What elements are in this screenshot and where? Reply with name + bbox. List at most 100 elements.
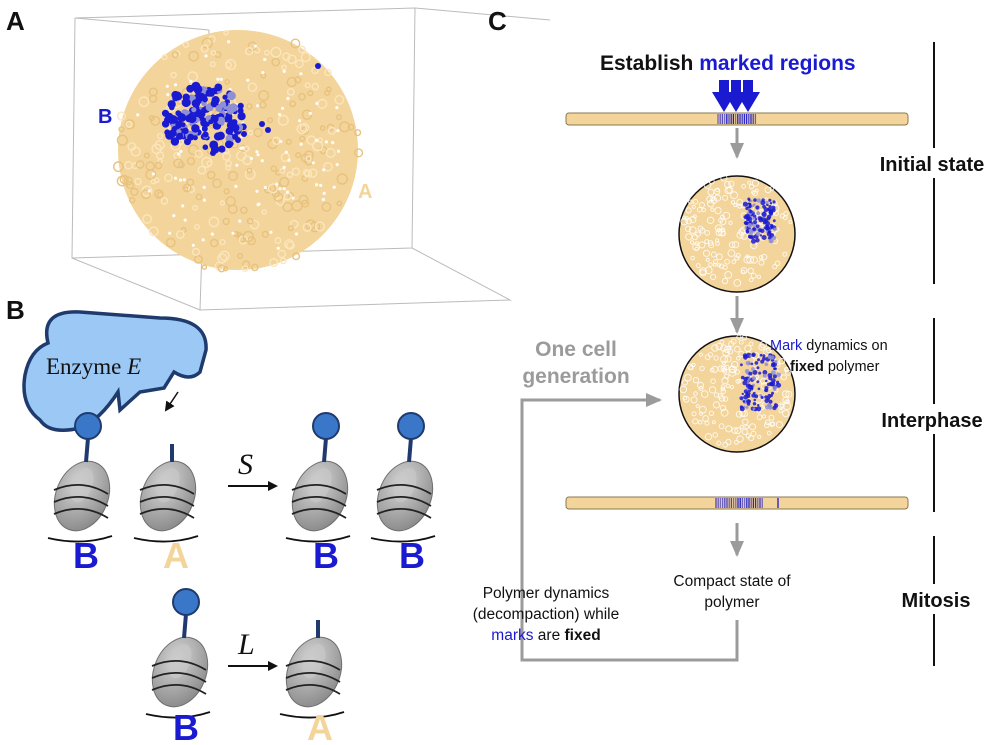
globule-pore [324, 140, 328, 144]
sphere-chain-bead [741, 335, 748, 341]
sphere-chain-bead [739, 424, 745, 430]
globule-pore [298, 119, 302, 123]
globule-pore [210, 232, 214, 236]
sphere-chain-bead [730, 200, 736, 205]
sphere-marked-bead [752, 227, 757, 232]
globule-pore [269, 230, 273, 234]
marked-bead [235, 137, 241, 143]
sphere-chain-bead [714, 206, 722, 215]
marked-bead [224, 116, 230, 123]
sphere-marked-bead [752, 402, 757, 406]
sphere-chain-bead [764, 419, 771, 426]
sphere-chain-bead [690, 255, 696, 261]
sphere-chain-bead [692, 198, 699, 205]
sphere-marked-bead [775, 382, 782, 388]
globule-chain-bead [285, 138, 292, 145]
sphere-marked-bead [746, 402, 751, 406]
globule-pore [336, 129, 340, 133]
globule-chain-bead [150, 178, 157, 185]
globule-pore [255, 189, 259, 193]
marked-bead [201, 125, 208, 132]
sphere-marked-bead [751, 352, 756, 357]
sphere-chain-bead [691, 362, 696, 368]
sphere-chain-bead [741, 183, 746, 189]
globule-pore [241, 146, 245, 150]
sphere-chain-bead [783, 211, 789, 217]
sphere-chain-bead [710, 207, 715, 212]
marked-bead [195, 97, 202, 105]
globule-pore [249, 156, 253, 161]
globule-chain-bead [143, 152, 150, 159]
sphere-chain-bead [750, 256, 758, 264]
globule-chain-bead [200, 44, 209, 53]
sphere-marked-bead [768, 198, 772, 202]
globule-chain-bead [299, 135, 306, 142]
sphere-chain-bead [744, 424, 750, 430]
globule-chain-bead [289, 219, 299, 229]
globule-chain-bead [347, 123, 355, 131]
sphere-chain-bead [734, 255, 740, 261]
sphere-marked-bead [743, 354, 748, 360]
globule-chain-bead [242, 230, 255, 243]
sphere-marked-bead [772, 200, 776, 204]
sphere-chain-bead [712, 432, 719, 438]
sphere-chain-bead [768, 414, 775, 421]
sphere-marked-bead [754, 361, 759, 365]
globule-chain-bead [311, 66, 319, 75]
sphere-chain-bead [722, 264, 728, 270]
sphere-marked-bead [754, 218, 758, 221]
sphere-marked-bead [745, 206, 749, 211]
globule-chain-bead [244, 168, 256, 180]
sphere-chain-bead [685, 207, 692, 214]
globule-pore [201, 238, 205, 242]
sphere-chain-bead [778, 408, 783, 414]
sphere-chain-bead [708, 178, 715, 185]
one-cell-text-2: generation [522, 365, 629, 388]
globule-chain-bead [242, 260, 251, 269]
sphere-chain-bead [727, 345, 732, 350]
sphere-marked-bead [749, 354, 753, 358]
sphere-chain-bead [725, 383, 731, 389]
marked-bead [237, 112, 246, 121]
sphere-marked-bead [750, 362, 754, 366]
globule-chain-bead [298, 194, 309, 205]
sphere-marked-bead [760, 395, 764, 399]
globule-chain-bead [224, 79, 230, 85]
globule-chain-bead [154, 140, 165, 151]
state-label-a-2: A [307, 707, 333, 745]
dna-wrap [291, 484, 347, 495]
globule-chain-bead [286, 88, 295, 96]
globule-pore [172, 214, 176, 218]
sphere-marked-bead [765, 200, 769, 205]
globule-chain-bead [197, 165, 207, 175]
sphere-marked-bead [755, 231, 761, 236]
sphere-marked-bead [755, 205, 760, 210]
sphere-chain-bead [735, 410, 743, 418]
dna-wrap [139, 496, 195, 507]
globule-chain-bead [209, 238, 219, 248]
sphere-chain-bead [745, 254, 750, 259]
globule-pore [166, 93, 170, 97]
globule-pore [332, 185, 336, 189]
globule-pore [231, 231, 235, 235]
dna-strand [47, 535, 113, 543]
sphere-chain-bead [728, 220, 733, 226]
sphere-chain-bead [679, 385, 688, 394]
sphere-chain-bead [747, 180, 752, 185]
globule-pore [228, 88, 232, 92]
histone-tail [407, 437, 413, 463]
marked-bead [237, 107, 244, 114]
sphere-marked-bead [767, 402, 772, 407]
sphere-chain-bead [751, 190, 756, 195]
sphere-chain-bead [758, 259, 765, 266]
sphere-chain-bead [693, 391, 698, 396]
sphere-chain-bead [703, 181, 712, 189]
sphere-marked-bead [773, 367, 777, 371]
globule-chain-bead [304, 156, 314, 166]
histone-tail [322, 437, 328, 463]
marked-bead [210, 114, 219, 123]
sphere-chain-bead [770, 421, 776, 427]
marked-bead [161, 120, 170, 128]
sphere-chain-bead [704, 420, 710, 426]
globule-chain-bead [193, 254, 203, 264]
